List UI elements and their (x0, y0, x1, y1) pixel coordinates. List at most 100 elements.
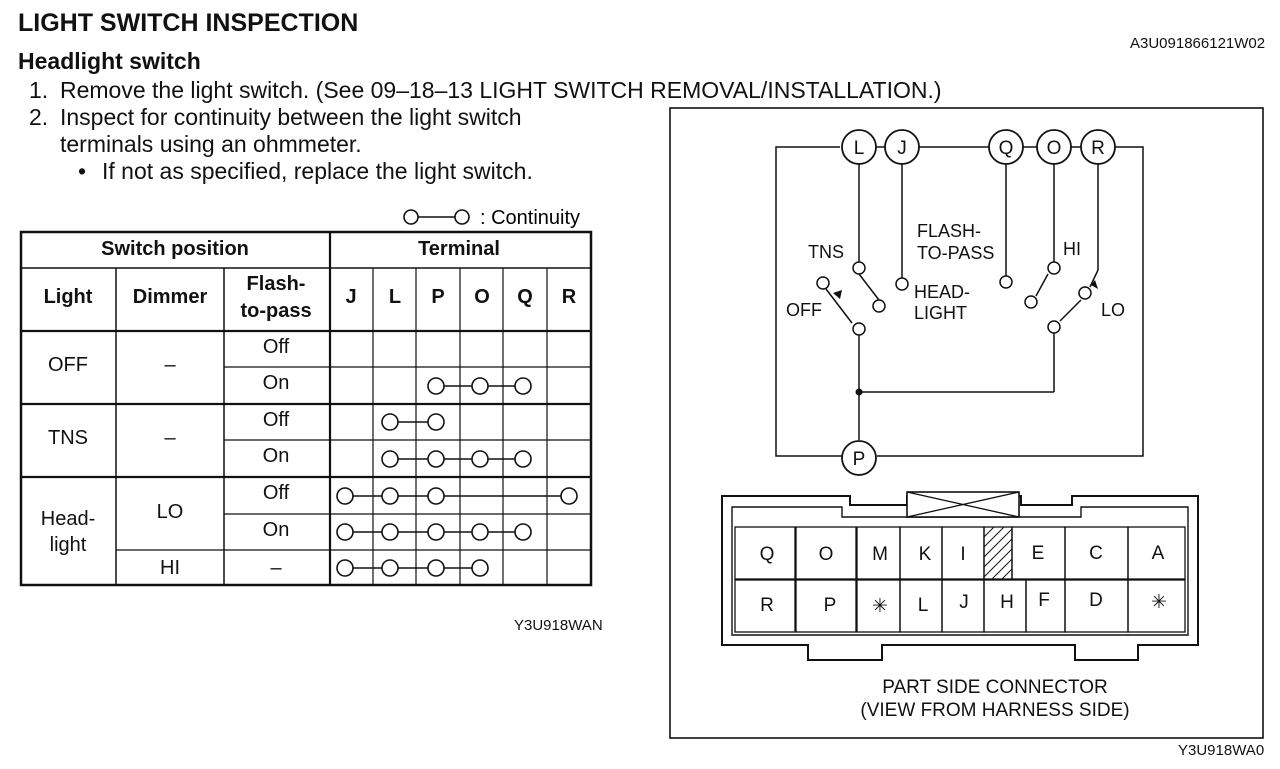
diagram-figure-code: Y3U918WA0 (1178, 742, 1265, 759)
continuity-circle (514, 523, 532, 541)
light-off-label: OFF (48, 354, 88, 376)
continuity-circle (336, 523, 354, 541)
continuity-table: : Continuity Switch position Terminal Li… (19, 207, 593, 587)
switch-label-to-pass: TO-PASS (917, 243, 994, 263)
legend-circle-right (454, 209, 470, 225)
bullet-mark: • (78, 158, 87, 184)
legend-circle-left (403, 209, 419, 225)
pin-r: R (760, 595, 774, 616)
switch-label-off: OFF (786, 300, 822, 320)
flash-cell-row6: On (263, 519, 290, 541)
pin-p: P (824, 595, 837, 616)
switch-label-light: LIGHT (914, 303, 967, 323)
flash-cell-row7: – (270, 557, 282, 579)
terminal-r-label: R (1091, 138, 1105, 159)
terminal-r-circle (1080, 129, 1116, 165)
section-subtitle: Headlight switch (18, 48, 201, 74)
diagram-junctions (833, 280, 1098, 396)
terminal-o-label: O (1047, 138, 1062, 159)
continuity-circle (427, 450, 445, 468)
pin-a: A (1152, 543, 1165, 564)
terminal-p-label: P (853, 449, 866, 470)
pin-unused-2: ✳ (1151, 592, 1167, 613)
terminal-l-circle (841, 129, 877, 165)
pin-j: J (959, 592, 969, 613)
terminal-header-j: J (345, 286, 356, 308)
continuity-circle (514, 377, 532, 395)
continuity-circle (336, 559, 354, 577)
continuity-circle (427, 559, 445, 577)
terminal-circles (841, 129, 1116, 476)
continuity-circle (471, 377, 489, 395)
pin-o: O (819, 544, 834, 565)
step-1-number: 1. (29, 77, 49, 103)
legend: : Continuity (403, 207, 580, 229)
pin-l: L (918, 595, 929, 616)
terminal-p-circle (841, 440, 877, 476)
pin-c: C (1089, 543, 1103, 564)
diagram-wires (775, 146, 1144, 457)
step-2-number: 2. (29, 104, 49, 130)
pin-q: Q (760, 544, 775, 565)
dimmer-lo-cell: LO (157, 501, 184, 523)
continuity-circle (336, 487, 354, 505)
document-code: A3U091866121W02 (1130, 35, 1266, 52)
light-headlight-label: Head- (41, 508, 95, 530)
pin-h: H (1000, 592, 1014, 613)
continuity-circle (560, 487, 578, 505)
flash-cell-row1: Off (263, 336, 290, 358)
diagram-frame (669, 107, 1264, 739)
step-2-text: Inspect for continuity between the light… (60, 104, 522, 130)
connector (721, 491, 1199, 661)
header-flash-line1: Flash- (247, 273, 306, 295)
dimmer-hi-cell: HI (160, 557, 180, 579)
pin-d: D (1089, 590, 1103, 611)
legend-text: : Continuity (480, 207, 580, 229)
switch-label-lo: LO (1101, 300, 1125, 320)
page-title: LIGHT SWITCH INSPECTION (18, 9, 359, 37)
bullet-text: If not as specified, replace the light s… (102, 158, 533, 184)
flash-cell-row4: On (263, 445, 290, 467)
terminal-header-r: R (562, 286, 577, 308)
header-switch-position: Switch position (101, 238, 249, 260)
flash-cell-row2: On (263, 372, 290, 394)
header-light: Light (44, 286, 93, 308)
terminal-o-circle (1036, 129, 1072, 165)
continuity-circle (471, 450, 489, 468)
switch-label-head: HEAD- (914, 282, 970, 302)
continuity-circle (471, 523, 489, 541)
pin-f: F (1038, 590, 1050, 611)
light-headlight-label-2: light (50, 534, 87, 556)
dimmer-off-cell: – (164, 354, 176, 376)
terminal-header-o: O (474, 286, 490, 308)
terminal-header-q: Q (517, 286, 533, 308)
continuity-circle (381, 413, 399, 431)
dimmer-tns-cell: – (164, 427, 176, 449)
header-terminal: Terminal (418, 238, 500, 260)
connector-caption-line1: PART SIDE CONNECTOR (882, 677, 1108, 698)
continuity-circle (427, 523, 445, 541)
continuity-circle (381, 559, 399, 577)
connector-lock-cross (906, 491, 1020, 518)
table-figure-code: Y3U918WAN (514, 617, 603, 634)
continuity-circle (381, 450, 399, 468)
flash-cell-row5: Off (263, 482, 290, 504)
terminal-l-label: L (854, 138, 865, 159)
switch-label-tns: TNS (808, 242, 844, 262)
flash-cell-row3: Off (263, 409, 290, 431)
off-arrow-icon (833, 290, 842, 299)
continuity-circle (427, 377, 445, 395)
terminal-q-circle (988, 129, 1024, 165)
pin-m: M (872, 544, 888, 565)
header-flash-line2: to-pass (240, 300, 311, 322)
terminal-header-p: P (431, 286, 444, 308)
switch-label-hi: HI (1063, 239, 1081, 259)
continuity-circle (381, 487, 399, 505)
terminal-header-l: L (389, 286, 401, 308)
pin-e: E (1032, 543, 1045, 564)
pin-unused-1: ✳ (872, 596, 888, 617)
continuity-circle (514, 450, 532, 468)
switch-label-flash: FLASH- (917, 221, 981, 241)
header-dimmer: Dimmer (133, 286, 208, 308)
step-1-text: Remove the light switch. (See 09–18–13 L… (60, 77, 942, 103)
